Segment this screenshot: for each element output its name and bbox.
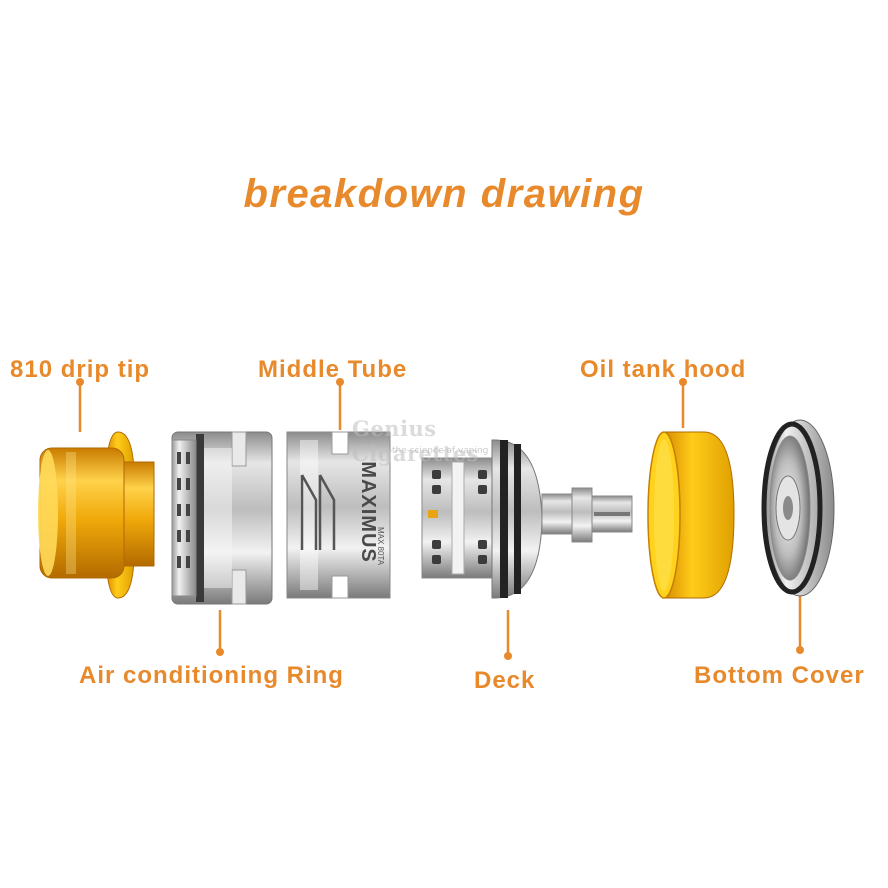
watermark-logo: Genius Cigarettes	[352, 416, 479, 466]
watermark-tagline: the science of vaping	[392, 446, 489, 456]
middle-tube-part	[286, 431, 391, 599]
tube-engraving: MAXIMUS MAX 80TA	[357, 461, 385, 565]
label-deck: Deck	[474, 667, 536, 694]
label-bottom-cover: Bottom Cover	[694, 662, 865, 689]
deck-part	[421, 439, 633, 599]
model-engraving: MAX 80TA	[376, 527, 385, 566]
air-ring-part	[171, 431, 273, 605]
leader-drip-tip	[76, 378, 84, 432]
label-oil-tank-hood: Oil tank hood	[580, 356, 747, 383]
leader-bottom-cover	[796, 596, 804, 654]
drip-tip-part	[38, 431, 155, 599]
oil-tank-hood-part	[647, 431, 735, 599]
bottom-cover-part	[761, 419, 835, 597]
label-air-ring: Air conditioning Ring	[79, 662, 344, 689]
leader-air-ring	[216, 610, 224, 656]
brand-engraving: MAXIMUS	[357, 461, 379, 562]
leader-middle-tube	[336, 378, 344, 430]
leader-deck	[504, 610, 512, 660]
leader-oil-tank-hood	[679, 378, 687, 428]
label-middle-tube: Middle Tube	[258, 356, 408, 383]
diagram-title: breakdown drawing	[243, 172, 645, 216]
